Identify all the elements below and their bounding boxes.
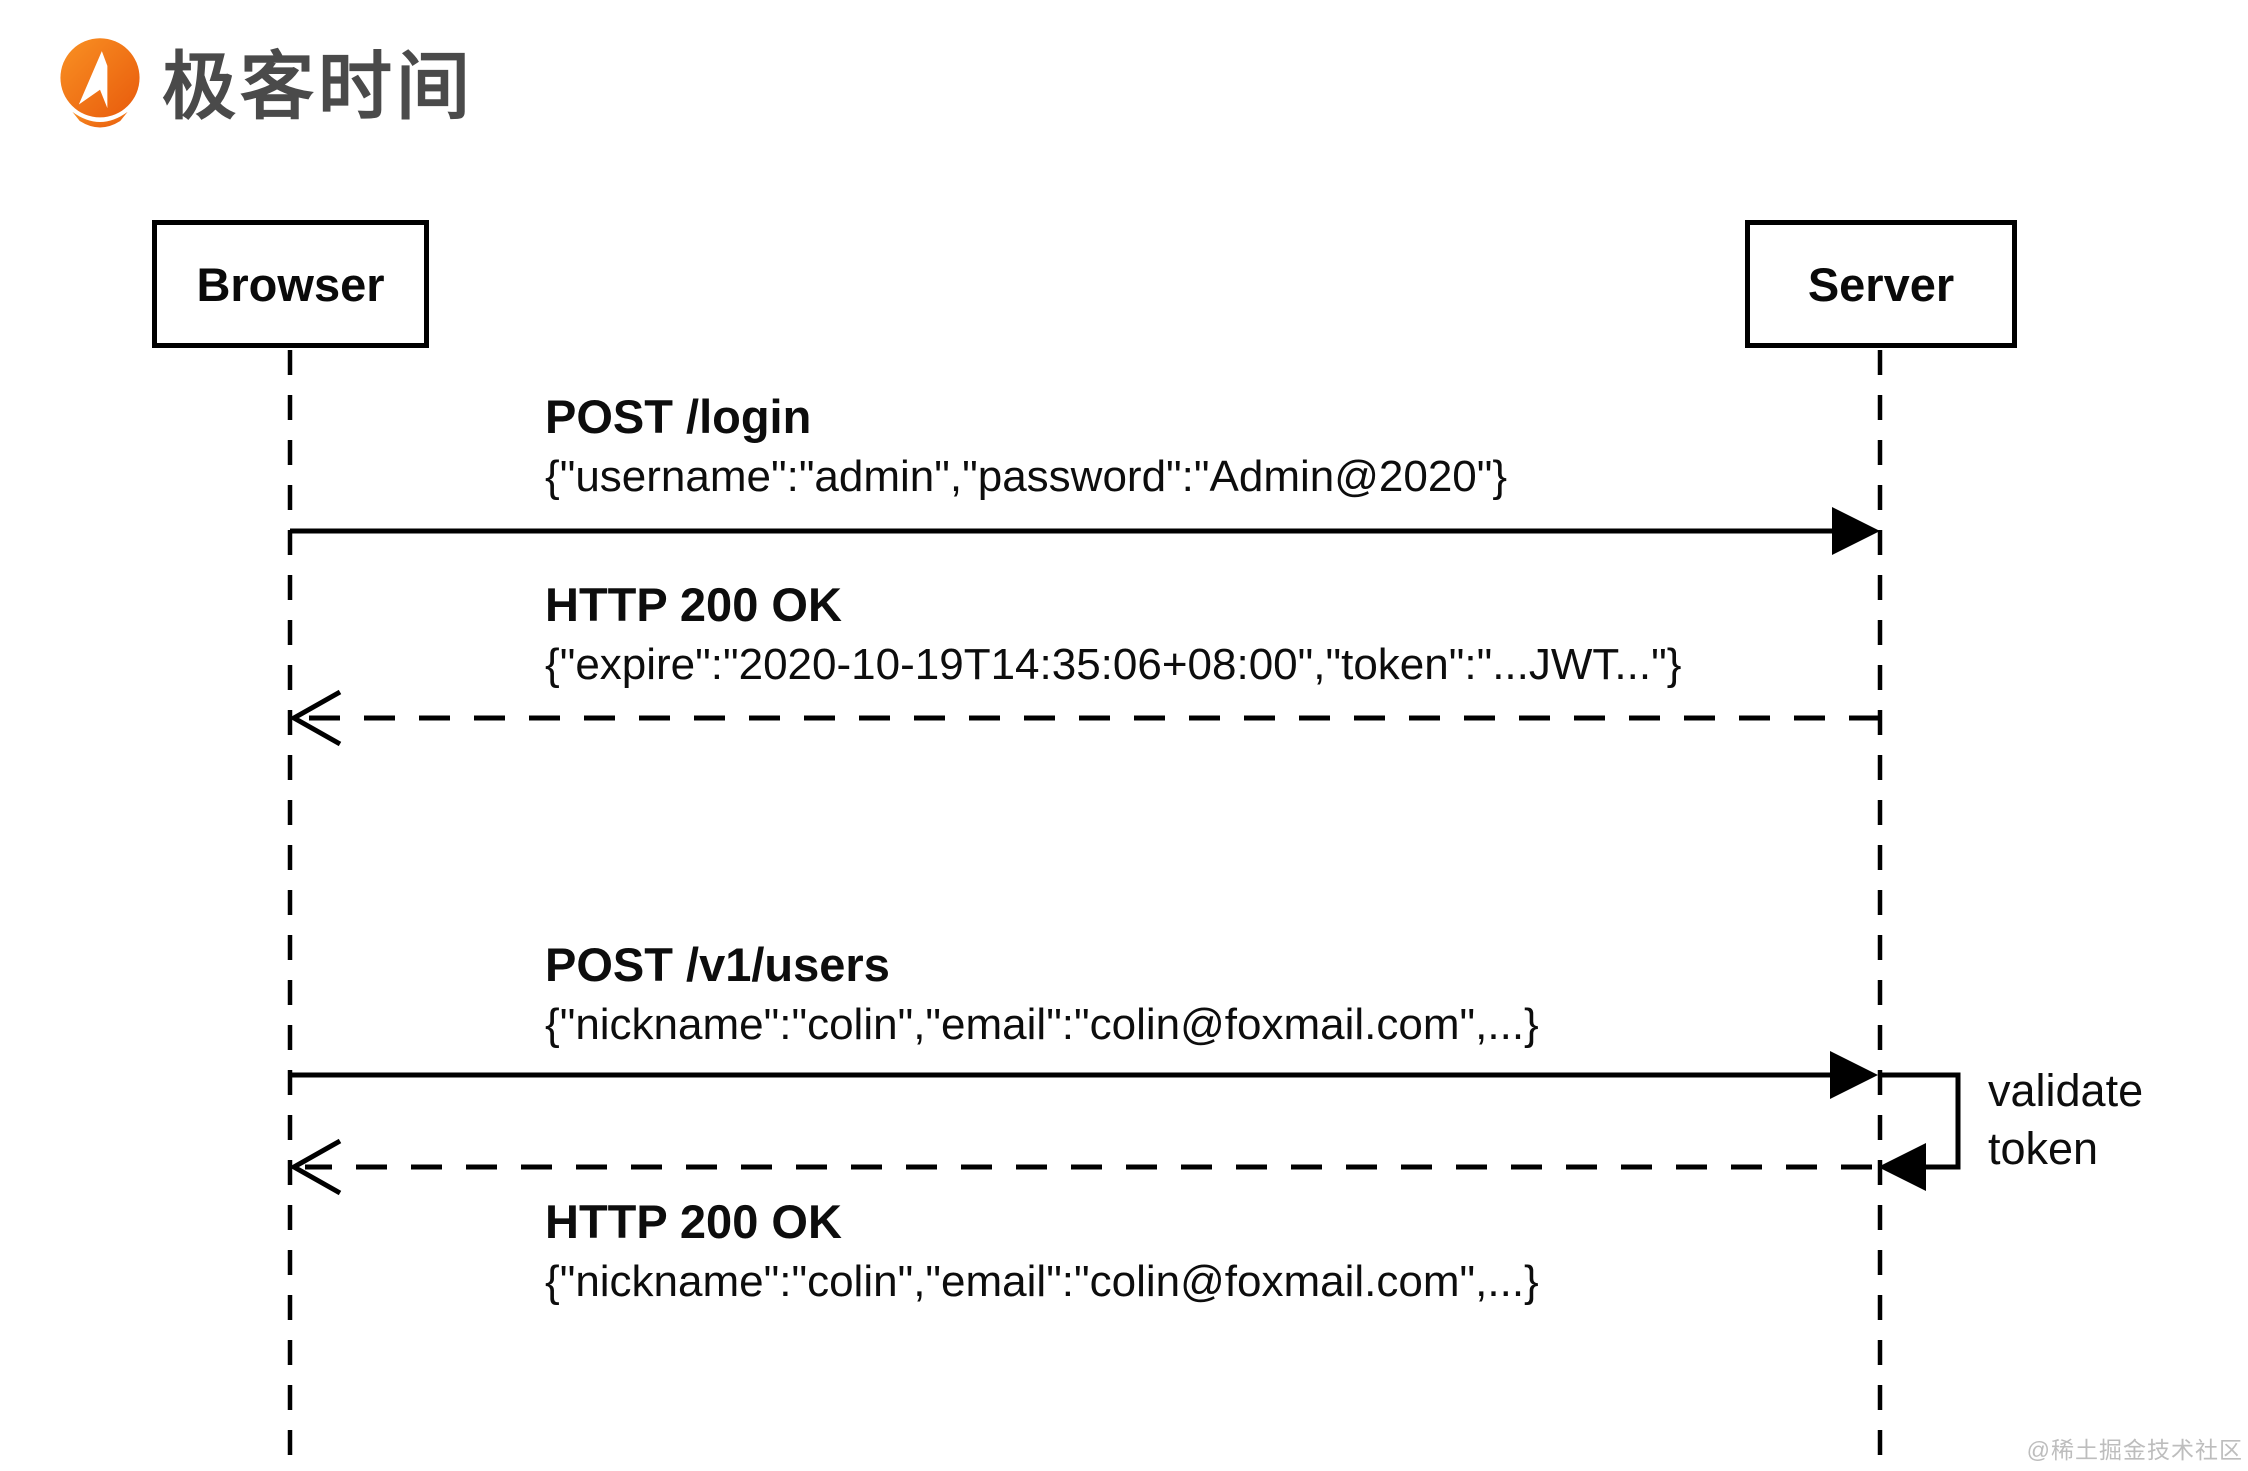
message-post-login: POST /login {"username":"admin","passwor… xyxy=(545,387,1507,507)
logo-arrow xyxy=(78,51,108,109)
logo-smile xyxy=(72,111,128,128)
message-post-login-title: POST /login xyxy=(545,390,812,443)
participant-server-label: Server xyxy=(1807,257,1955,311)
geektime-logo: 极客时间 xyxy=(54,36,474,138)
message-post-users-payload: {"nickname":"colin","email":"colin@foxma… xyxy=(545,1000,1539,1049)
validate-token-loop xyxy=(1880,1072,1961,1170)
response-arrowhead-users xyxy=(288,1138,342,1196)
participant-browser-label: Browser xyxy=(196,257,385,311)
message-login-response: HTTP 200 OK {"expire":"2020-10-19T14:35:… xyxy=(545,575,1681,695)
logo-text: 极客时间 xyxy=(162,45,474,128)
request-arrowhead-users xyxy=(1830,1051,1878,1099)
message-users-response-title: HTTP 200 OK xyxy=(545,1195,842,1248)
participant-server: Server xyxy=(1745,220,2017,348)
message-post-users-title: POST /v1/users xyxy=(545,938,890,991)
validate-token-loop-arrowhead xyxy=(1878,1143,1926,1191)
watermark: @稀土掘金技术社区 xyxy=(2026,1437,2243,1463)
message-post-login-payload: {"username":"admin","password":"Admin@20… xyxy=(545,452,1508,501)
request-arrowhead-login xyxy=(1832,507,1880,555)
message-post-users: POST /v1/users {"nickname":"colin","emai… xyxy=(545,935,1539,1055)
geektime-logo-icon xyxy=(60,38,140,128)
response-arrowhead-login xyxy=(288,689,342,747)
message-users-response-payload: {"nickname":"colin","email":"colin@foxma… xyxy=(545,1257,1539,1306)
participant-browser: Browser xyxy=(152,220,429,348)
validate-token-note: validate token xyxy=(1988,1065,2144,1174)
message-users-response: HTTP 200 OK {"nickname":"colin","email":… xyxy=(545,1192,1539,1312)
message-login-response-title: HTTP 200 OK xyxy=(545,578,842,631)
message-login-response-payload: {"expire":"2020-10-19T14:35:06+08:00","t… xyxy=(545,640,1682,689)
